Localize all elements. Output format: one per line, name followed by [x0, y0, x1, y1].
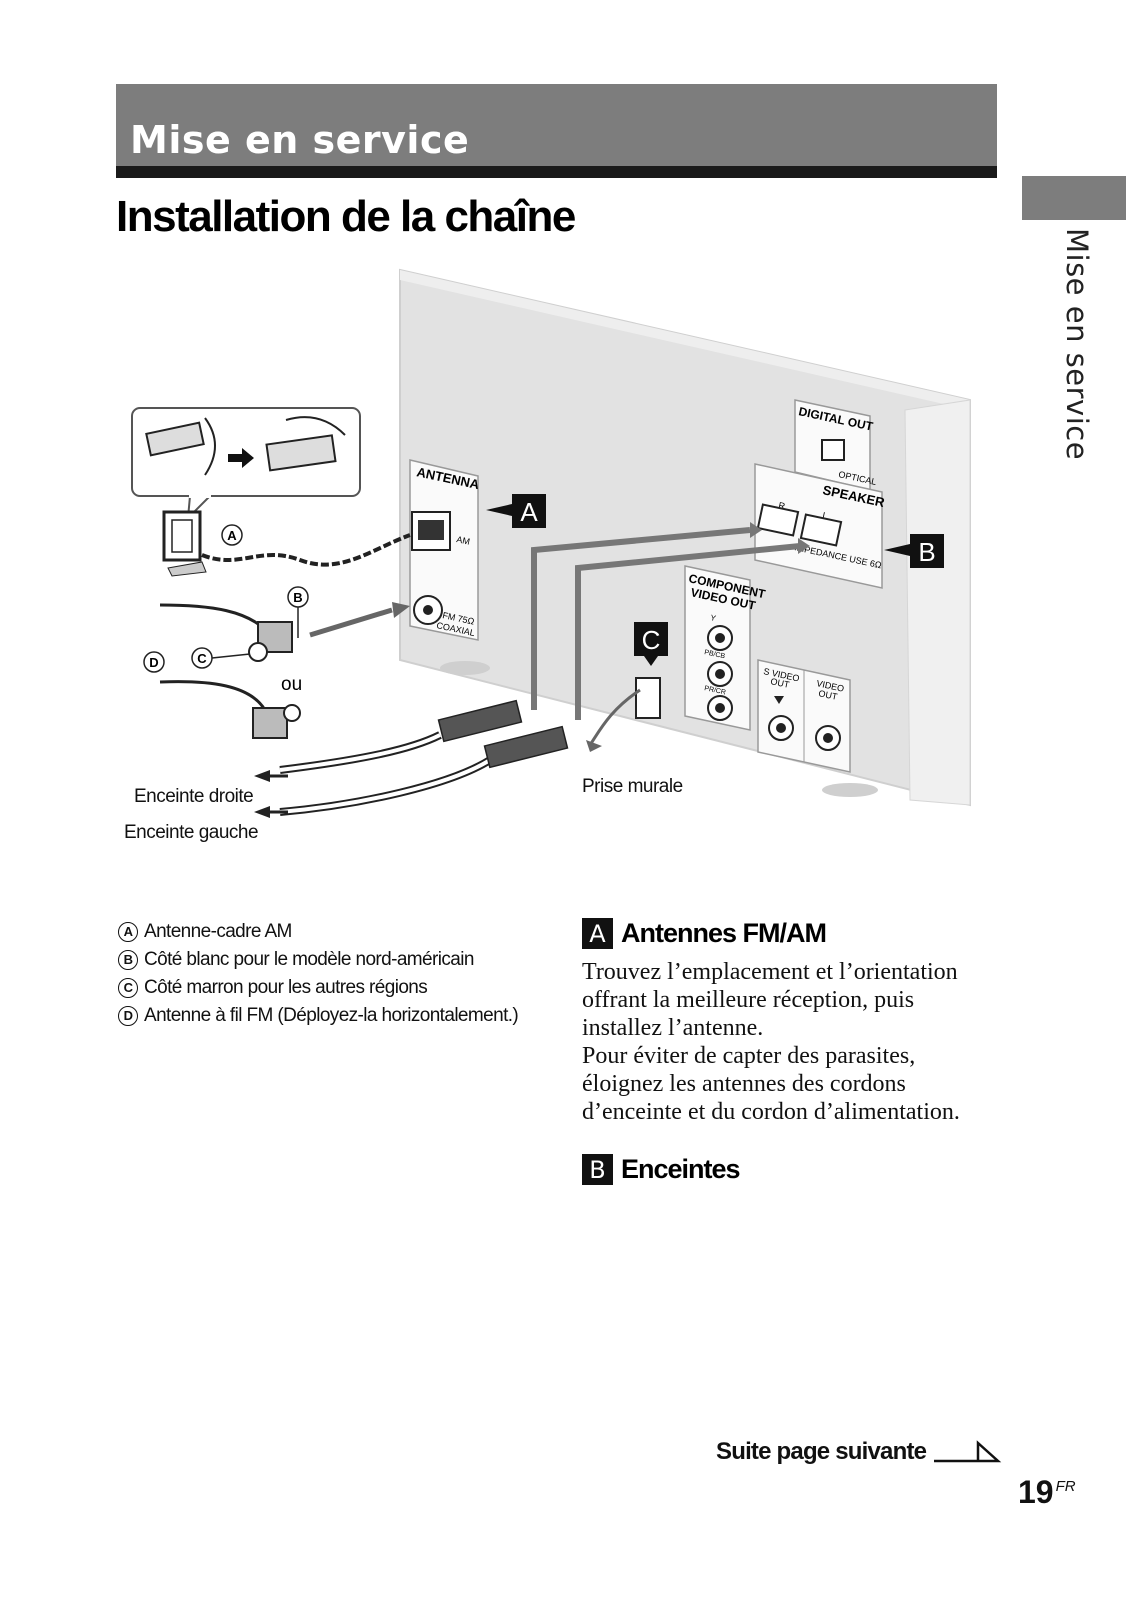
- label-ou: ou: [281, 674, 302, 695]
- section-a-body: Trouvez l’emplacement et l’orientation o…: [582, 958, 982, 1126]
- section-header-band: [116, 84, 997, 166]
- label-pr: PR/CR: [704, 685, 727, 696]
- page-language-suffix: FR: [1055, 1478, 1076, 1496]
- section-a-paragraph-2: Pour éviter de capter des parasites, élo…: [582, 1043, 960, 1125]
- side-tab-label: Mise en service: [1060, 228, 1094, 461]
- label-right-speaker: Enceinte droite: [134, 786, 254, 807]
- continue-label: Suite page suivante: [716, 1438, 927, 1465]
- callout-c: C: [634, 622, 668, 666]
- continue-arrow-icon: [934, 1440, 1002, 1463]
- connection-diagram: ANTENNA AM FM 75Ω COAXIAL DIGITAL OUT OP…: [131, 268, 971, 818]
- label-video-out2: OUT: [818, 688, 839, 702]
- legend-marker: B: [118, 950, 138, 970]
- legend-marker: A: [118, 922, 138, 942]
- legend-item: D Antenne à fil FM (Déployez-la horizont…: [118, 1002, 558, 1030]
- legend-text: Antenne à fil FM (Déployez-la horizontal…: [144, 1005, 519, 1026]
- speaker-cables: [279, 522, 810, 816]
- page-number-value: 19: [1018, 1474, 1054, 1510]
- am-loop-antenna: [162, 510, 411, 577]
- am-antenna-inset: [131, 407, 361, 521]
- section-speakers-heading: B Enceintes: [582, 1154, 741, 1185]
- section-header-rule: [116, 166, 997, 178]
- label-left-speaker: Enceinte gauche: [124, 822, 259, 843]
- legend-item: A Antenne-cadre AM: [118, 918, 558, 946]
- legend-item: C Côté marron pour les autres régions: [118, 974, 558, 1002]
- continue-next-page: Suite page suivante: [716, 1438, 1002, 1466]
- section-a-paragraph-1: Trouvez l’emplacement et l’orientation o…: [582, 959, 958, 1041]
- callout-c-letter: C: [642, 625, 661, 655]
- legend-marker: D: [118, 1006, 138, 1026]
- label-wall-outlet: Prise murale: [582, 776, 683, 797]
- page-title: Installation de la chaîne: [116, 192, 576, 241]
- legend-text: Côté blanc pour le modèle nord-américain: [144, 949, 474, 970]
- callout-b-letter: B: [918, 537, 935, 567]
- side-tab: [1022, 176, 1126, 220]
- callout-b: B: [884, 534, 944, 568]
- section-antennas-heading: A Antennes FM/AM: [582, 918, 827, 949]
- marker-b: B: [293, 590, 302, 605]
- section-b-badge: B: [582, 1154, 613, 1185]
- label-pb: PB/CB: [704, 649, 726, 660]
- legend-text: Côté marron pour les autres régions: [144, 977, 428, 998]
- video-out-block: S VIDEO OUT VIDEO OUT: [757, 659, 851, 773]
- marker-a: A: [227, 528, 237, 543]
- label-s-video-out: OUT: [770, 676, 791, 690]
- section-title: Mise en service: [130, 118, 470, 162]
- label-y: Y: [710, 613, 718, 623]
- diagram-markers: A B C D: [143, 524, 309, 673]
- section-b-title: Enceintes: [621, 1154, 741, 1184]
- diagram-legend: A Antenne-cadre AM B Côté blanc pour le …: [118, 918, 558, 1030]
- power-cord: [586, 677, 661, 752]
- fm-wire-antenna: [159, 602, 410, 739]
- callout-a-letter: A: [520, 497, 538, 527]
- legend-marker: C: [118, 978, 138, 998]
- legend-text: Antenne-cadre AM: [144, 921, 292, 942]
- marker-c: C: [197, 651, 207, 666]
- callout-a: A: [486, 494, 546, 528]
- legend-item: B Côté blanc pour le modèle nord-américa…: [118, 946, 558, 974]
- marker-d: D: [149, 655, 158, 670]
- label-l: L: [822, 510, 829, 521]
- section-a-title: Antennes FM/AM: [621, 918, 827, 948]
- digital-out-block: DIGITAL OUT OPTICAL: [794, 399, 877, 491]
- label-r: R: [778, 500, 787, 511]
- label-am: AM: [456, 534, 471, 547]
- antenna-terminal-block: ANTENNA AM FM 75Ω COAXIAL: [409, 459, 481, 641]
- section-a-badge: A: [582, 918, 613, 949]
